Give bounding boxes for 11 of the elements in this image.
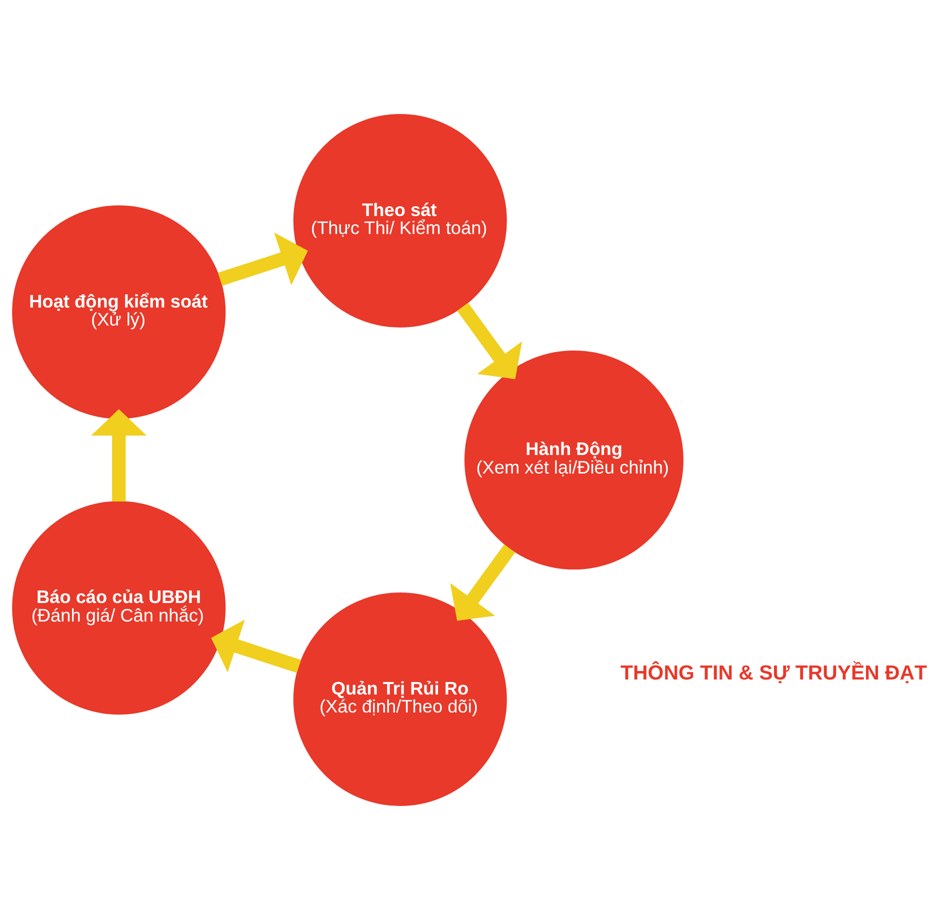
- arrow: [211, 620, 302, 673]
- node-circle: Hành Động (Xem xét lại/Điều chỉnh): [464, 350, 684, 570]
- node-circle: Báo cáo của UBĐH (Đánh giá/ Cân nhắc): [12, 501, 226, 715]
- arrow: [91, 409, 147, 502]
- arrow: [218, 232, 308, 286]
- node-circle: Quản Trị Rủi Ro (Xác định/Theo dõi): [293, 592, 507, 806]
- node-circle: Hoạt động kiểm soát (Xử lý): [12, 205, 226, 419]
- node-circle: Theo sát (Thực Thi/ Kiểm toán): [293, 114, 507, 328]
- arrow: [457, 302, 522, 380]
- label: THÔNG TIN & SỰ TRUYỀN ĐẠT: [620, 662, 928, 685]
- arrow: [450, 544, 516, 621]
